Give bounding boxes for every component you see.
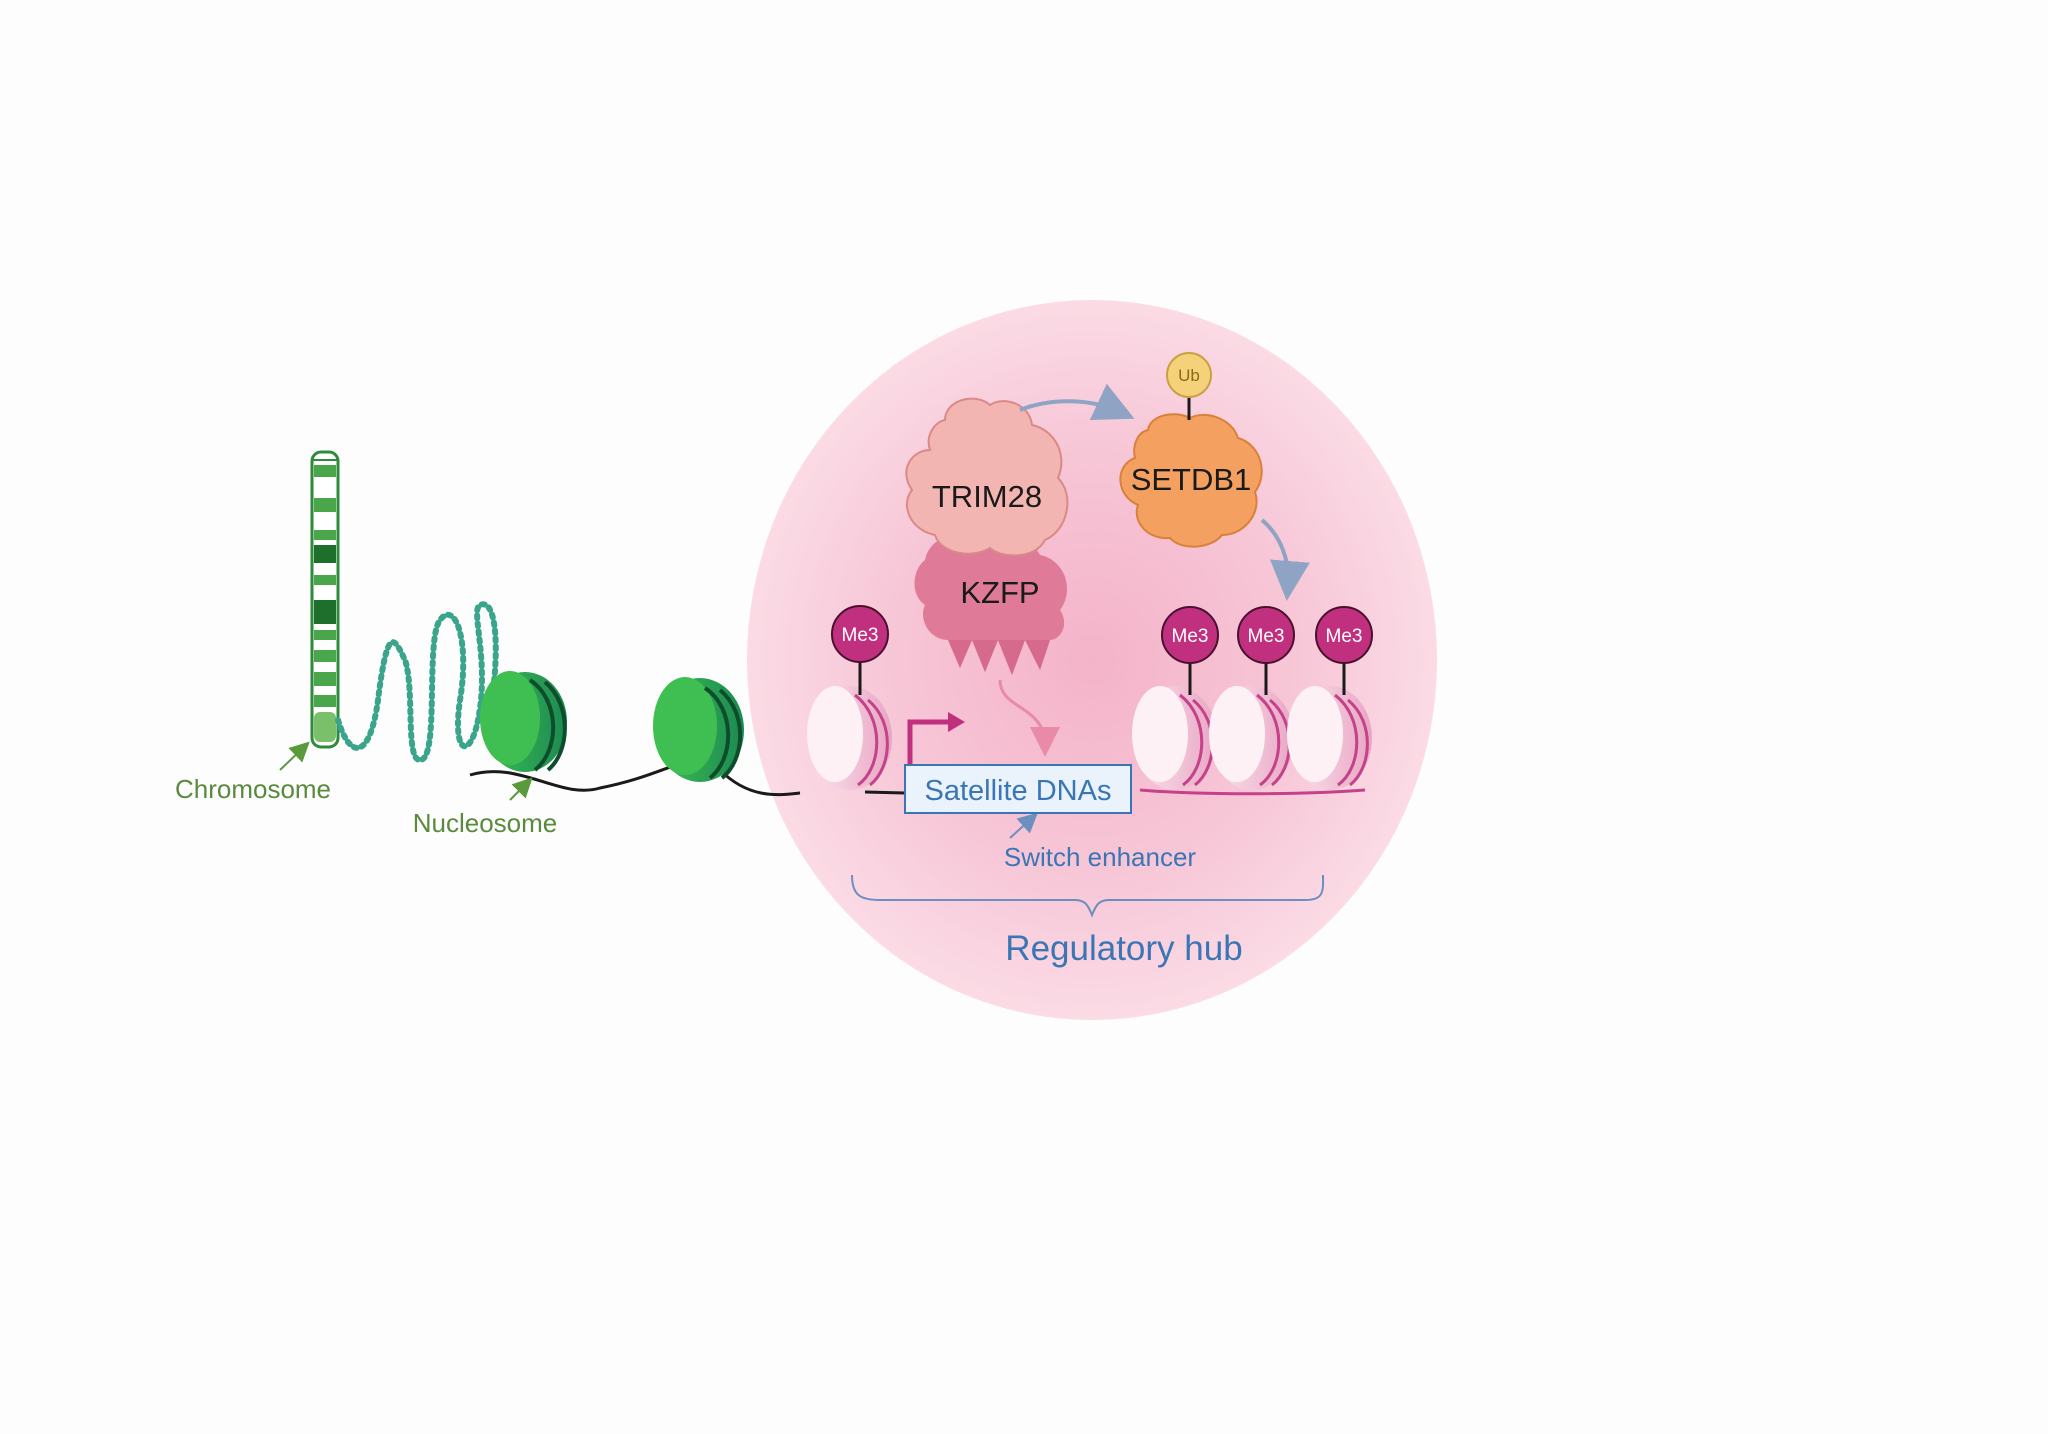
ub-mark: Ub	[1166, 352, 1212, 420]
nucleosome-pointer-arrow	[509, 777, 533, 801]
me3-label: Me3	[1172, 626, 1209, 647]
pink-nucleosome	[1287, 686, 1372, 790]
ub-label: Ub	[1178, 366, 1200, 385]
pink-nucleosome	[807, 686, 892, 790]
setdb1-protein	[1119, 413, 1263, 548]
kzfp-to-satellite-arrow	[998, 679, 1060, 757]
chromosome-icon	[310, 450, 340, 749]
trim28-label: TRIM28	[932, 479, 1042, 514]
me3-label: Me3	[1326, 626, 1363, 647]
setdb1-label: SETDB1	[1131, 462, 1252, 497]
me3-mark: Me3	[1315, 606, 1373, 695]
chromosome-label: Chromosome	[175, 774, 331, 804]
nucleosome-icon	[480, 671, 567, 772]
kzfp-label: KZFP	[960, 575, 1039, 610]
satellite-dnas-box: Satellite DNAs	[904, 764, 1132, 814]
trim28-protein	[905, 397, 1069, 557]
me3-mark: Me3	[831, 605, 889, 695]
me3-mark: Me3	[1237, 606, 1295, 695]
trim28-to-setdb1-arrow	[1019, 383, 1135, 420]
nucleosome-label: Nucleosome	[413, 808, 558, 838]
me3-mark: Me3	[1161, 606, 1219, 695]
chromosome-pointer-arrow	[279, 741, 310, 771]
regulatory-hub-label: Regulatory hub	[1005, 929, 1242, 968]
chromatin-fiber	[335, 601, 515, 764]
nucleosome-icon	[653, 677, 744, 782]
pink-nucleosome	[1209, 686, 1294, 790]
me3-label: Me3	[842, 625, 879, 646]
regulatory-hub-bracket	[851, 874, 1325, 918]
me3-label: Me3	[1248, 626, 1285, 647]
setdb1-to-nucleosome-arrow	[1260, 518, 1310, 601]
linker-dna	[469, 758, 691, 792]
kzfp-protein	[914, 534, 1068, 675]
switch-enhancer-pointer-arrow	[1009, 812, 1038, 839]
satellite-dnas-label: Satellite DNAs	[925, 775, 1112, 807]
transcription-arrow-icon	[907, 719, 950, 770]
switch-enhancer-label: Switch enhancer	[1004, 842, 1197, 872]
